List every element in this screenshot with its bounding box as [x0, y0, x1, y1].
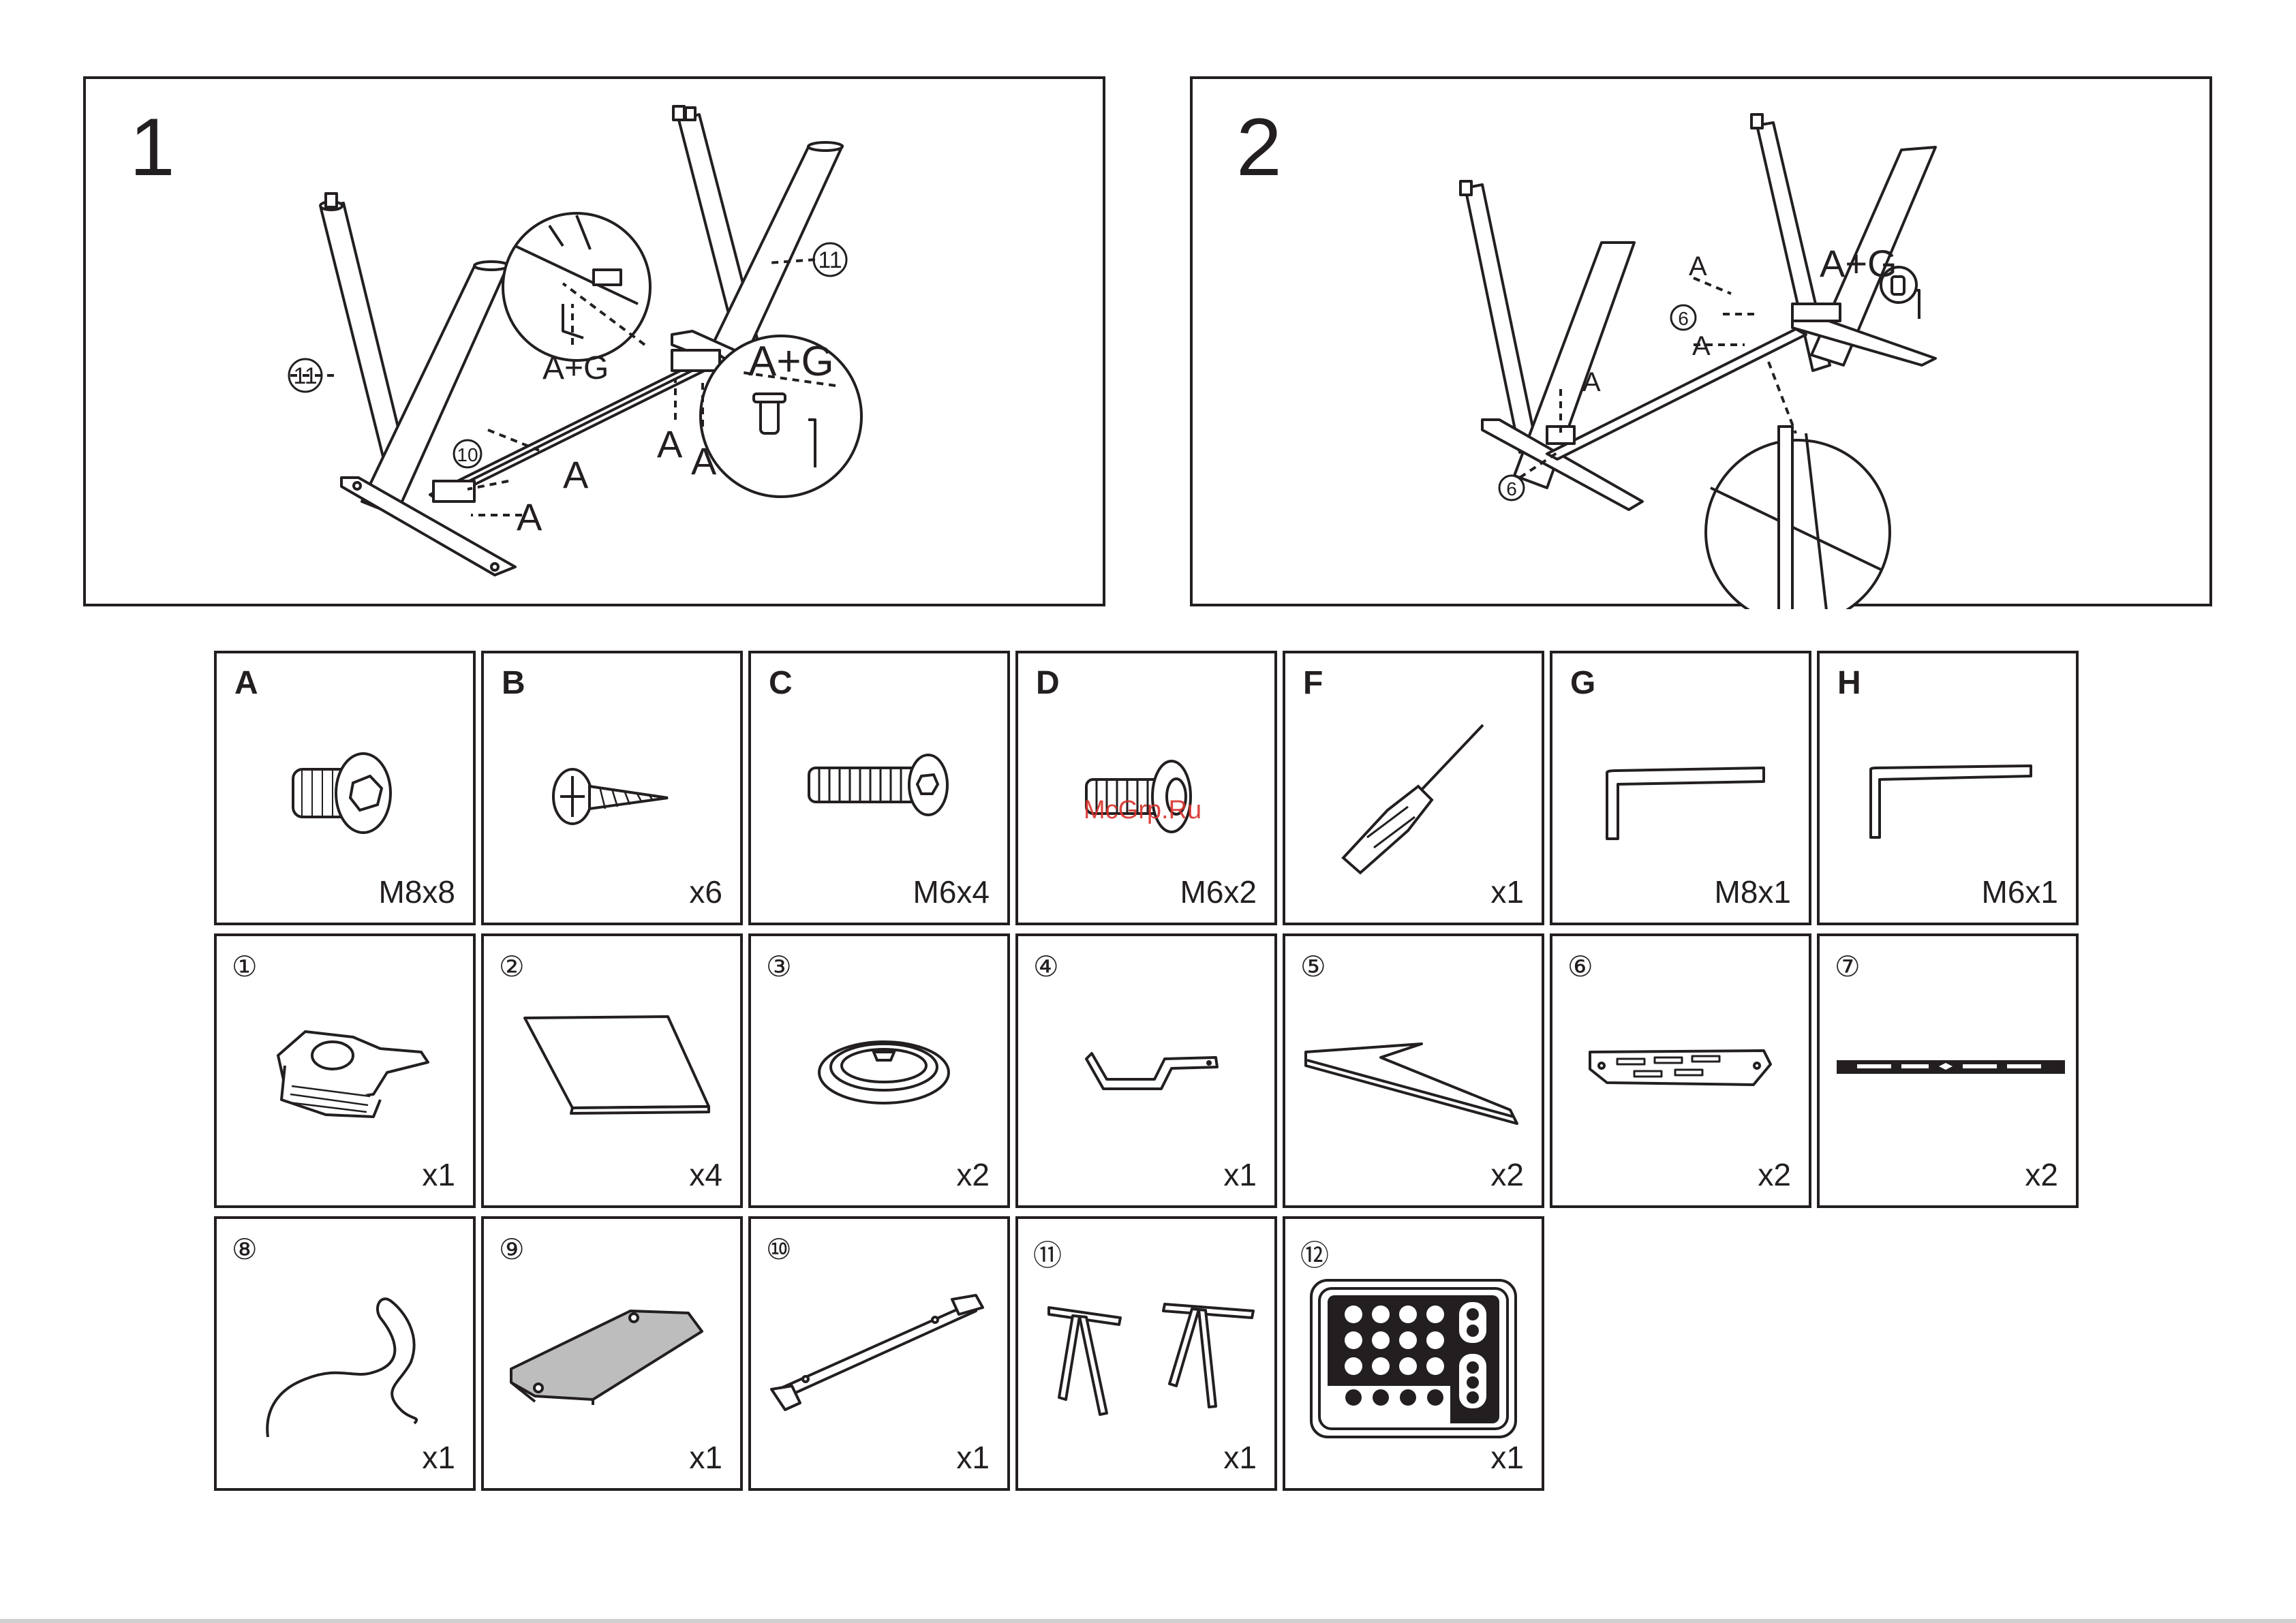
- part-cell-4: ④ x1: [1015, 933, 1277, 1208]
- callout-a-low: A: [1582, 367, 1601, 397]
- part-qty: x2: [956, 1156, 990, 1193]
- hardware-qty: x1: [1490, 874, 1524, 910]
- part-qty: x1: [1223, 1156, 1257, 1193]
- callout-a-3: A: [657, 422, 683, 465]
- callout-a-2: A: [517, 495, 542, 538]
- step-1-assembly-illustration: 11 11 10 A+G A+G A A A A: [86, 79, 1108, 609]
- part-cell-3: ③ x2: [748, 933, 1010, 1208]
- part-qty: x1: [1490, 1439, 1524, 1476]
- step-1-panel: 1: [83, 76, 1105, 606]
- part-cell-6: ⑥ x2: [1550, 933, 1811, 1208]
- bottom-divider: [0, 1619, 2296, 1623]
- step-2-assembly-illustration: A+G A 6 A A 6: [1193, 79, 2215, 609]
- hardware-qty: M8x1: [1715, 874, 1791, 910]
- part-qty: x1: [422, 1156, 455, 1193]
- hardware-cell-c: C M6x4: [748, 651, 1010, 925]
- part-cell-8: ⑧ x1: [214, 1216, 476, 1491]
- part-cell-2: ② x4: [481, 933, 743, 1208]
- part-cell-9: ⑨ x1: [481, 1216, 743, 1491]
- callout-a-4: A: [691, 439, 717, 482]
- callout-a-1: A: [563, 453, 589, 496]
- part-cell-12: ⑫ x1: [1283, 1216, 1544, 1491]
- hardware-qty: M8x8: [379, 874, 455, 910]
- part-cell-7: ⑦ x2: [1817, 933, 2079, 1208]
- part-qty: x1: [956, 1439, 990, 1476]
- part-qty: x4: [689, 1156, 722, 1193]
- hardware-cell-f: F x1: [1283, 651, 1544, 925]
- hardware-qty: M6x1: [1982, 874, 2058, 910]
- hardware-cell-b: B x6: [481, 651, 743, 925]
- watermark: McGrp.Ru: [1084, 796, 1201, 825]
- hardware-qty: M6x4: [913, 874, 990, 910]
- callout-a-mid: A: [1692, 331, 1711, 361]
- hardware-qty: x6: [689, 874, 722, 910]
- callout-6-bottom: 6: [1506, 478, 1517, 499]
- hardware-cell-a: A M8x8: [214, 651, 476, 925]
- callout-10: 10: [457, 444, 478, 465]
- callout-a-plus-g-small: A+G: [542, 350, 609, 386]
- hardware-qty: M6x2: [1180, 874, 1257, 910]
- part-qty: x1: [1223, 1439, 1257, 1476]
- part-cell-5: ⑤ x2: [1283, 933, 1544, 1208]
- hardware-cell-h: H M6x1: [1817, 651, 2079, 925]
- callout-11-left: 11: [293, 363, 317, 389]
- part-qty: x1: [689, 1439, 722, 1476]
- callout-a-plus-g: A+G: [1820, 242, 1897, 285]
- hardware-cell-d: D M6x2: [1015, 651, 1277, 925]
- part-qty: x2: [2025, 1156, 2058, 1193]
- callout-6-top: 6: [1678, 308, 1689, 329]
- part-cell-10: ⑩ x1: [748, 1216, 1010, 1491]
- part-cell-11: ⑪ x1: [1015, 1216, 1277, 1491]
- part-cell-1: ① x1: [214, 933, 476, 1208]
- callout-a-plus-g-large: A+G: [748, 338, 834, 385]
- step-2-panel: 2: [1190, 76, 2212, 606]
- hardware-cell-g: G M8x1: [1550, 651, 1811, 925]
- part-qty: x2: [1758, 1156, 1791, 1193]
- callout-11-right: 11: [818, 247, 842, 273]
- part-qty: x1: [422, 1439, 455, 1476]
- callout-a-top: A: [1689, 251, 1707, 281]
- part-qty: x2: [1490, 1156, 1524, 1193]
